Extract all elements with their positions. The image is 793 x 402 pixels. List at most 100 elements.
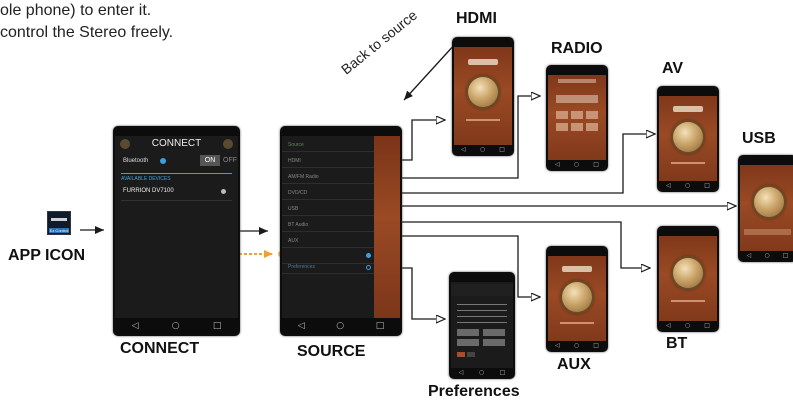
preset-button[interactable] (586, 111, 598, 119)
nav-recent-icon[interactable]: □ (375, 321, 385, 331)
preset-button[interactable] (457, 339, 479, 346)
preset-button[interactable] (556, 123, 568, 131)
bluetooth-off-toggle[interactable]: OFF (223, 157, 237, 164)
android-nav-bar: ◁○□ (454, 145, 512, 154)
android-nav-bar: ◁○□ (659, 181, 717, 190)
setting-slider[interactable] (457, 310, 507, 311)
source-phone: Source HDMI AM/FM Radio DVD/CD USB BT Au… (280, 126, 402, 336)
preset-button[interactable] (586, 123, 598, 131)
status-bar (548, 67, 606, 75)
now-playing-bar (466, 119, 500, 121)
arrow-to-bt (395, 221, 650, 268)
preset-button[interactable] (483, 339, 505, 346)
source-item-aux[interactable]: AUX (282, 234, 374, 248)
now-playing-bar (560, 322, 594, 324)
setting-slider[interactable] (457, 304, 507, 305)
app-icon-caption: Ez Control (49, 228, 69, 233)
bt-label: BT (666, 335, 688, 352)
source-label: SOURCE (297, 343, 366, 360)
now-playing-bar (671, 300, 705, 302)
intro-text: ole phone) to enter it. control the Ster… (0, 0, 173, 44)
setting-slider[interactable] (457, 322, 507, 323)
device-list-item[interactable]: FURRION DV7100 (123, 188, 174, 194)
gear-icon[interactable] (223, 139, 233, 149)
source-item-usb[interactable]: USB (282, 202, 374, 216)
preferences-title (451, 284, 513, 296)
color-swatch[interactable] (467, 352, 475, 357)
av-phone: ◁○□ (657, 86, 719, 192)
nav-recent-icon[interactable]: □ (212, 321, 222, 331)
preset-button[interactable] (571, 111, 583, 119)
android-nav-bar: ◁ ○ □ (282, 318, 400, 334)
bt-phone: ◁○□ (657, 226, 719, 332)
source-refresh-icon[interactable] (366, 265, 371, 270)
source-item-radio[interactable]: AM/FM Radio (282, 170, 374, 184)
status-bar (548, 248, 606, 256)
source-item-hdmi[interactable]: HDMI (282, 154, 374, 168)
furrion-brand-icon (562, 266, 592, 272)
color-swatch[interactable] (457, 352, 465, 357)
device-settings-icon[interactable] (221, 189, 226, 194)
preset-button[interactable] (571, 123, 583, 131)
intro-line-2: control the Stereo freely. (0, 24, 174, 41)
source-item-preferences[interactable]: Preferences (282, 260, 374, 274)
furrion-brand-icon (673, 106, 703, 112)
source-item-dvd[interactable]: DVD/CD (282, 186, 374, 200)
playback-controls[interactable] (744, 229, 791, 235)
furrion-brand-icon (468, 59, 498, 65)
preset-button[interactable] (457, 329, 479, 336)
bluetooth-icon (160, 158, 166, 164)
volume-knob-icon[interactable] (673, 122, 703, 152)
app-icon-label: APP ICON (8, 247, 86, 264)
source-item-blank[interactable] (282, 250, 374, 264)
radio-header (558, 79, 596, 83)
connect-title: CONNECT (151, 138, 202, 149)
arrow-to-hdmi (395, 120, 445, 161)
status-bar (659, 228, 717, 236)
arrow-to-aux (395, 235, 540, 297)
source-item-bt[interactable]: BT Audio (282, 218, 374, 232)
volume-knob-icon[interactable] (468, 77, 498, 107)
arrow-to-radio (395, 96, 540, 179)
android-nav-bar: ◁○□ (740, 251, 793, 260)
preset-button[interactable] (556, 111, 568, 119)
usb-label: USB (742, 130, 776, 147)
bluetooth-on-toggle[interactable]: ON (200, 155, 220, 166)
volume-knob-icon[interactable] (673, 258, 703, 288)
connect-phone: CONNECT Bluetooth ON OFF AVAILABLE DEVIC… (113, 126, 240, 336)
volume-knob-icon[interactable] (754, 187, 784, 217)
setting-slider[interactable] (457, 316, 507, 317)
volume-knob-icon[interactable] (562, 282, 592, 312)
nav-home-icon[interactable]: ○ (336, 321, 345, 331)
source-bt-indicator-icon (366, 253, 371, 258)
nav-back-icon[interactable]: ◁ (131, 321, 139, 331)
arrow-back-to-source (403, 42, 457, 101)
android-nav-bar: ◁○□ (548, 341, 606, 350)
aux-phone: ◁○□ (546, 246, 608, 352)
source-menu-header: Source (282, 138, 374, 152)
available-devices-heading: AVAILABLE DEVICES (121, 176, 171, 182)
nav-back-icon[interactable]: ◁ (297, 321, 305, 331)
aux-label: AUX (557, 356, 591, 373)
bluetooth-label: Bluetooth (123, 158, 149, 164)
nav-home-icon[interactable]: ○ (171, 321, 180, 331)
intro-line-1: ole phone) to enter it. (0, 2, 152, 19)
now-playing-bar (671, 162, 705, 164)
android-nav-bar: ◁○□ (659, 321, 717, 330)
arrow-to-preferences (395, 267, 445, 319)
source-side-panel (374, 136, 400, 318)
av-label: AV (662, 60, 684, 77)
hdmi-label: HDMI (456, 10, 497, 27)
preferences-label: Preferences (428, 383, 520, 400)
frequency-display (556, 95, 598, 103)
app-icon[interactable]: Ez Control (47, 211, 71, 235)
arrow-to-av (395, 134, 655, 194)
usb-phone: ◁○□ (738, 155, 793, 262)
connect-label: CONNECT (120, 340, 200, 357)
back-icon[interactable] (120, 139, 130, 149)
status-bar (740, 157, 793, 165)
preset-button[interactable] (483, 329, 505, 336)
status-bar (454, 39, 512, 47)
android-nav-bar: ◁○□ (548, 160, 606, 169)
